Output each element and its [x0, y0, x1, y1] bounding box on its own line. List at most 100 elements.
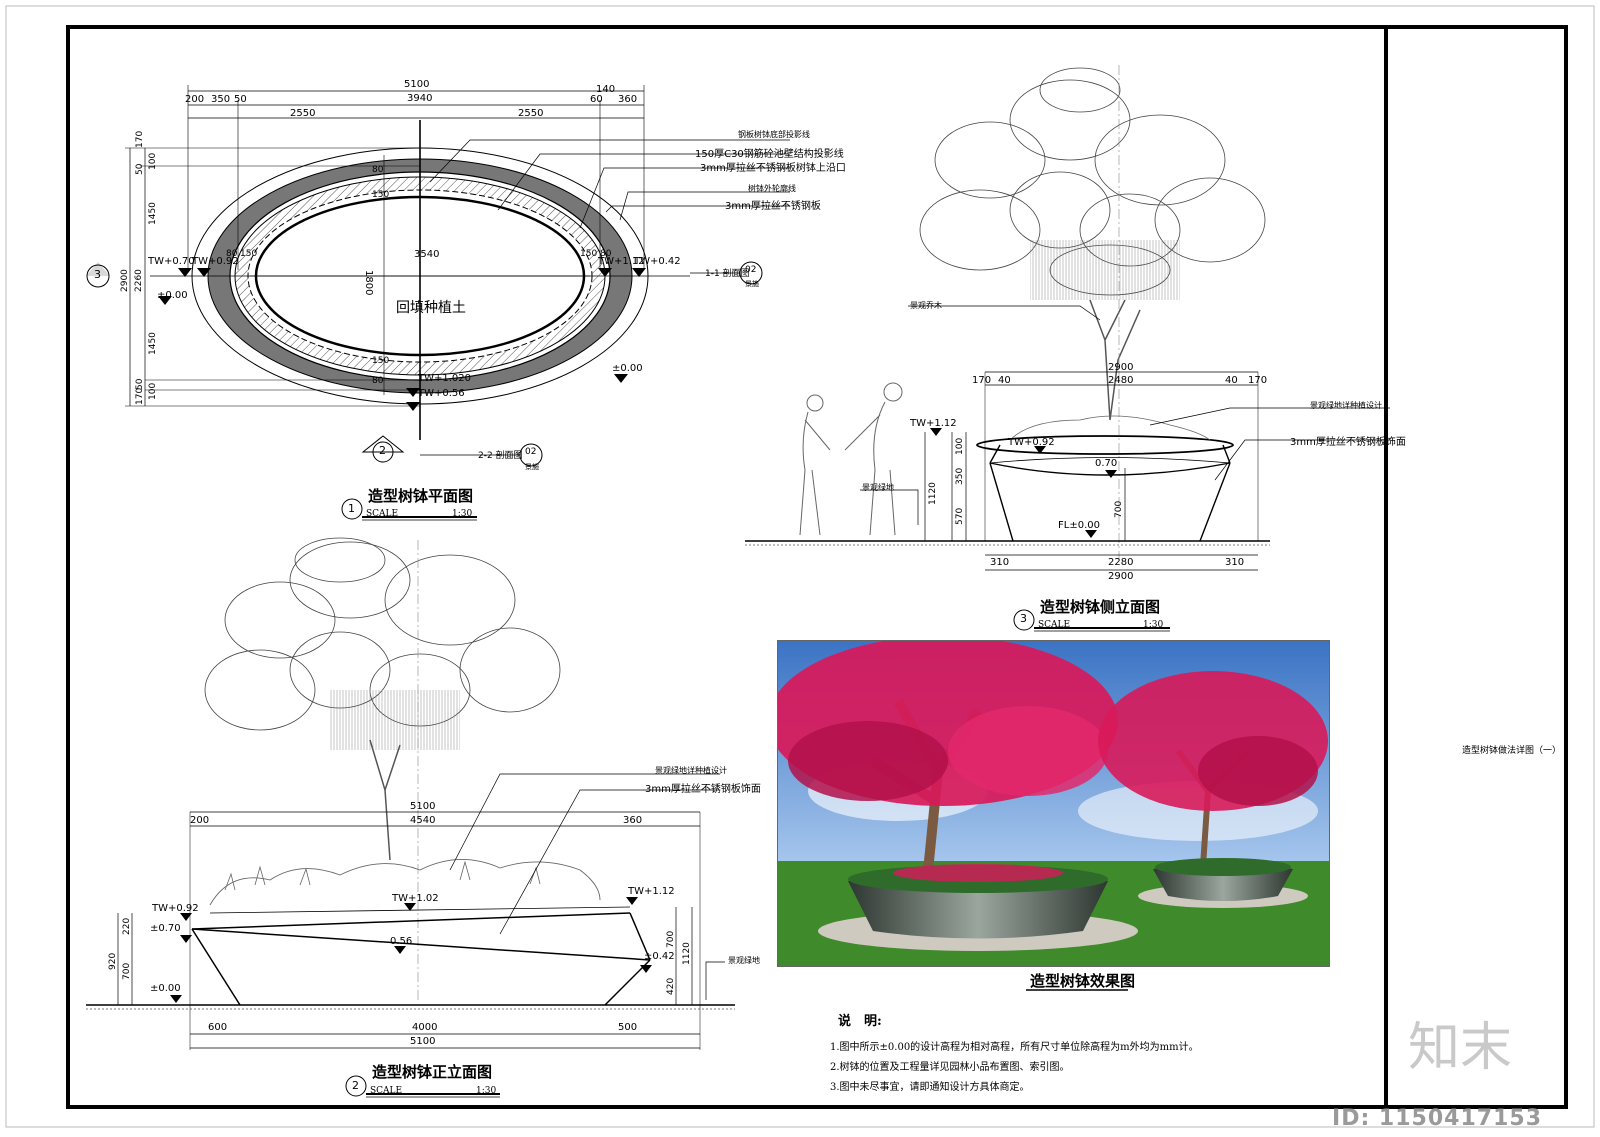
section-2-sheet: 02 [525, 447, 537, 457]
plan-small-dim: 80 [372, 165, 384, 175]
plan-dim: 50 [234, 94, 247, 105]
notes-heading: 说 明: [838, 1014, 882, 1029]
plan-callout: 3mm厚拉丝不锈钢板树钵上沿口 [700, 163, 846, 174]
side-level: 0.70 [1095, 458, 1118, 469]
plan-view [86, 85, 790, 467]
side-scale-label: SCALE [1038, 620, 1071, 630]
front-view-title: 造型树钵正立面图 [372, 1063, 493, 1081]
plan-level: TW+0.42 [634, 256, 681, 267]
front-dim: 600 [208, 1022, 228, 1033]
plan-vdim: 100 [148, 152, 158, 170]
front-elevation [86, 537, 735, 1050]
side-callout: 景观绿地详种植设计 [1310, 401, 1382, 410]
outer-trim-line [5, 5, 1595, 1128]
plan-vdim: 1450 [148, 202, 158, 225]
section-2-sub: 景施 [525, 463, 539, 471]
front-vdim: 920 [108, 952, 118, 970]
plan-callout: 树钵外轮廓线 [748, 184, 796, 193]
plan-level: ±0.00 [157, 290, 188, 301]
plan-vdim: 170 [135, 130, 145, 148]
front-dim: 5100 [410, 1036, 436, 1047]
plan-callout: 150厚C30钢筋砼池壁结构投影线 [695, 149, 844, 160]
plan-vdim: 1450 [148, 332, 158, 355]
front-vdim: 700 [666, 930, 676, 948]
front-callout: 3mm厚拉丝不锈钢板饰面 [645, 784, 761, 795]
section-1-sub: 景施 [745, 280, 759, 288]
section-marker-2: 2 [379, 444, 386, 457]
side-vdim: 350 [955, 467, 965, 485]
side-dim: 170 [1248, 375, 1268, 386]
plan-inner-height: 1800 [363, 270, 374, 296]
brand-logo: 知末 [1408, 1018, 1513, 1078]
front-view-number: 2 [352, 1079, 359, 1092]
side-level: FL±0.00 [1058, 520, 1100, 531]
plan-level: ±0.00 [612, 363, 643, 374]
plan-inner-width: 3540 [414, 249, 440, 260]
plan-scale-value: 1:30 [452, 509, 473, 519]
plan-level: TW+0.56 [418, 388, 465, 399]
people-silhouettes [799, 382, 903, 536]
side-dim: 40 [1225, 375, 1238, 386]
front-dim: 500 [618, 1022, 638, 1033]
section-1-label: 1-1 剖面图 [705, 269, 750, 279]
front-dim: 360 [623, 815, 643, 826]
plan-small-dim: 80 [226, 249, 238, 259]
side-dim: 310 [1225, 557, 1245, 568]
front-callout: 景观绿地 [728, 956, 760, 965]
front-level: ±0.42 [644, 951, 675, 962]
plan-dim: 60 [590, 94, 603, 105]
note-item: 2.树钵的位置及工程量详见园林小品布置图、索引图。 [830, 1062, 1070, 1073]
note-item: 3.图中未尽事宜，请即通知设计方具体商定。 [830, 1082, 1030, 1093]
drawing-border [66, 25, 1568, 1109]
front-dim: 5100 [410, 801, 436, 812]
side-callout: 3mm厚拉丝不锈钢板饰面 [1290, 437, 1406, 448]
watermark-id: ID: 1150417153 [1332, 1106, 1542, 1131]
front-callout: 景观绿地详种植设计 [655, 766, 727, 775]
plan-dim: 2550 [518, 108, 544, 119]
side-dim: 170 [972, 375, 992, 386]
side-vdim: 1120 [928, 482, 938, 505]
front-level: TW+1.02 [392, 893, 439, 904]
plan-level: TW+1.020 [418, 373, 472, 384]
front-dim: 200 [190, 815, 210, 826]
plan-callout: 钢板树钵底部投影线 [738, 130, 810, 139]
front-vdim: 220 [122, 917, 132, 935]
side-dim: 40 [998, 375, 1011, 386]
plan-vdim: 50 [135, 378, 145, 390]
side-dim: 2480 [1108, 375, 1134, 386]
planter-rendering [777, 640, 1330, 967]
plan-small-dim: 80 [600, 249, 612, 259]
side-dim: 2900 [1108, 362, 1134, 373]
side-level: TW+0.92 [1008, 437, 1055, 448]
plan-dim-overall: 5100 [404, 79, 430, 90]
plan-scale-label: SCALE [366, 509, 399, 519]
plan-vdim: 170 [135, 387, 145, 405]
front-vdim: 1120 [682, 942, 692, 965]
plan-center-label: 回填种植土 [396, 300, 466, 316]
plan-small-dim: 80 [372, 376, 384, 386]
side-dim: 310 [990, 557, 1010, 568]
front-vdim: 700 [122, 962, 132, 980]
side-scale-value: 1:30 [1143, 620, 1164, 630]
plan-vdim: 50 [135, 163, 145, 175]
plan-view-title: 造型树钵平面图 [368, 487, 474, 505]
section-1-sheet: 02 [745, 265, 757, 275]
plan-dim: 200 [185, 94, 205, 105]
side-view-title: 造型树钵侧立面图 [1040, 598, 1161, 616]
front-scale-value: 1:30 [476, 1086, 497, 1096]
plan-dim: 350 [211, 94, 231, 105]
front-scale-label: SCALE [370, 1086, 403, 1096]
plan-vdim: 100 [148, 382, 158, 400]
plan-callout: 3mm厚拉丝不锈钢板 [725, 201, 821, 212]
side-vdim: 100 [955, 437, 965, 455]
plan-level: TW+0.70 [148, 256, 195, 267]
plan-small-dim: 150 [372, 356, 390, 366]
front-level: TW+0.92 [152, 903, 199, 914]
plan-dim: 140 [596, 84, 616, 95]
front-level: TW+1.12 [628, 886, 675, 897]
drawing-title: 造型树钵做法详图（一） [1462, 746, 1562, 756]
plan-vdim: 2900 [120, 269, 130, 292]
side-callout: 景观绿地 [862, 483, 894, 492]
